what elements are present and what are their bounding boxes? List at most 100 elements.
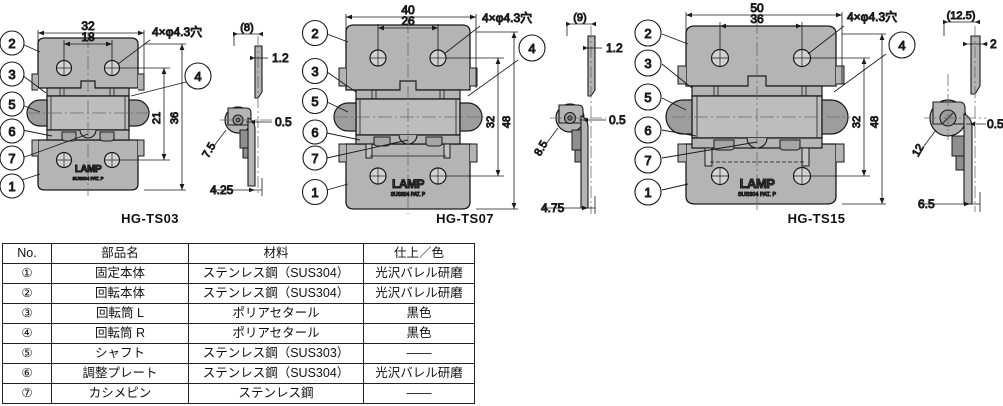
- side-thickness-top: 2: [990, 37, 997, 51]
- callout-2: 2: [8, 36, 15, 51]
- header-finish: 仕上／色: [363, 243, 475, 264]
- cell-name: 回転本体: [51, 283, 189, 304]
- side-thickness-top: 1.2: [606, 41, 623, 55]
- callout-2: 2: [644, 26, 651, 41]
- cell-name: カシメピン: [51, 383, 189, 404]
- hole-note: 4×φ4.3穴: [847, 9, 897, 24]
- callout-6: 6: [8, 124, 15, 139]
- cell-name: 回転筒 R: [51, 323, 189, 344]
- mounting-holes: [55, 59, 121, 169]
- cell-no: ②: [2, 283, 52, 304]
- dim-height-overall: 48: [869, 116, 881, 128]
- cell-material: ポリアセタール: [188, 303, 364, 324]
- callout-bubbles: 2 3 5 6 7 1 4: [301, 19, 546, 206]
- dim-height-holes: 32: [485, 116, 497, 128]
- cell-material: ポリアセタール: [188, 323, 364, 344]
- dimension-lines: [37, 30, 186, 191]
- mounting-holes: [369, 49, 447, 185]
- drawing-hg-ts03: 32 18 21 3 6 4×φ4.3穴 LAMP SUS304 PAT. P: [0, 0, 300, 228]
- drawing-hg-ts15: 50 36 32 48 4×φ4.3穴 LAMP SUS304 PAT. P: [630, 0, 1003, 228]
- cell-no: ⑤: [2, 343, 52, 364]
- callout-5: 5: [311, 94, 318, 109]
- header-no: No.: [2, 243, 52, 264]
- callout-bubbles: 2 3 5 6 7 1 4: [634, 19, 916, 206]
- drawing-title-hg-ts07: HG-TS07: [436, 211, 494, 226]
- cell-finish: 黒色: [363, 323, 475, 344]
- cell-finish: ——: [363, 383, 475, 404]
- table-row: ③ 回転筒 L ポリアセタール 黒色: [2, 303, 475, 324]
- callout-bubbles: 2 3 5 6 7 1 4: [0, 30, 212, 199]
- side-view: (12.5) 2 0.5 12 6.5: [910, 10, 1003, 212]
- callout-5: 5: [8, 97, 15, 112]
- callout-leaders: [326, 33, 409, 191]
- callout-3: 3: [644, 56, 651, 71]
- drawing-hg-ts15-svg: 50 36 32 48 4×φ4.3穴 LAMP SUS304 PAT. P: [634, 1, 1003, 212]
- upper-plate: [685, 25, 837, 87]
- callout-4: 4: [194, 69, 201, 84]
- lamp-logo-sub: SUS304 PAT. P: [738, 192, 776, 198]
- drawing-row: 32 18 21 36 4×φ4.3穴 LAMP SUS304 PAT. P: [0, 0, 1003, 228]
- drawing-hg-ts07-svg: 40 26 32 48 4×φ4.3穴 LAMP SUS304 PAT. P: [301, 3, 627, 216]
- drawing-title-hg-ts15: HG-TS15: [787, 211, 846, 226]
- callout-6: 6: [644, 123, 651, 138]
- side-view: (8) 1.2 0.5 7.5 4.25: [200, 22, 293, 198]
- callout-7: 7: [644, 153, 651, 168]
- drawing-hg-ts07: 40 26 32 48 4×φ4.3穴 LAMP SUS304 PAT. P: [300, 0, 630, 228]
- cell-finish: 光沢バレル研磨: [363, 283, 475, 304]
- cell-no: ④: [2, 323, 52, 344]
- cell-name: 固定本体: [51, 263, 189, 284]
- cell-no: ⑥: [2, 363, 52, 384]
- lamp-logo: LAMP: [740, 176, 776, 191]
- cell-name: 回転筒 L: [51, 303, 189, 324]
- callout-7: 7: [311, 151, 318, 166]
- cell-name: シャフト: [51, 343, 189, 364]
- cell-material: ステンレス鋼（SUS304）: [188, 363, 364, 384]
- side-offset-bottom: 4.25: [210, 183, 234, 197]
- cell-no: ⑦: [2, 383, 52, 404]
- table-row: ⑤ シャフト ステンレス鋼（SUS303） ——: [2, 343, 475, 364]
- callout-1: 1: [311, 185, 318, 200]
- lamp-logo-sub: SUS304 PAT. P: [72, 176, 103, 181]
- cell-finish: ——: [363, 343, 475, 364]
- side-offset-bottom: 4.75: [541, 201, 565, 215]
- dim-width-overall: 40: [401, 3, 415, 17]
- dim-width-holes: 18: [81, 30, 95, 44]
- upper-plate: [345, 24, 471, 91]
- table-row: ① 固定本体 ステンレス鋼（SUS304） 光沢バレル研磨: [2, 263, 475, 284]
- side-knuckle-dia: 12: [910, 142, 927, 159]
- dim-width-overall: 32: [81, 19, 95, 33]
- cell-finish: 光沢バレル研磨: [363, 363, 475, 384]
- header-name: 部品名: [51, 243, 189, 264]
- dimension-lines: [345, 14, 519, 210]
- lamp-logo: LAMP: [75, 164, 102, 175]
- cell-material: ステンレス鋼（SUS303）: [188, 343, 364, 364]
- callout-2: 2: [311, 26, 318, 41]
- side-depth: (9): [573, 12, 586, 24]
- drawing-hg-ts03-svg: 32 18 21 3 6 4×φ4.3穴 LAMP SUS304 PAT. P: [0, 19, 293, 199]
- table-row: ④ 回転筒 R ポリアセタール 黒色: [2, 323, 475, 344]
- table-row: ② 回転本体 ステンレス鋼（SUS304） 光沢バレル研磨: [2, 283, 475, 304]
- side-thickness-top: 1.2: [272, 51, 289, 65]
- table-header-row: No. 部品名 材料 仕上／色: [2, 243, 475, 264]
- callout-3: 3: [311, 64, 318, 79]
- header-material: 材料: [188, 243, 364, 264]
- side-gap: 0.5: [987, 117, 1003, 131]
- callout-6: 6: [311, 125, 318, 140]
- side-view: (9) 1.2 0.5 8.5 4.75: [532, 12, 627, 216]
- side-depth: (8): [240, 22, 253, 34]
- dim-width-holes: 26: [401, 14, 415, 28]
- callout-4: 4: [898, 38, 905, 53]
- callout-3: 3: [8, 67, 15, 82]
- dim-height-overall: 48: [501, 116, 513, 128]
- callout-leaders: [661, 33, 758, 191]
- hole-note: 4×φ4.3穴: [152, 24, 202, 39]
- cell-finish: 光沢バレル研磨: [363, 263, 475, 284]
- cell-no: ①: [2, 263, 52, 284]
- callout-7: 7: [8, 151, 15, 166]
- callout-leaders: [21, 43, 187, 181]
- side-depth: (12.5): [947, 10, 976, 22]
- cell-material: ステンレス鋼（SUS304）: [188, 263, 364, 284]
- dim-height-holes: 21: [151, 112, 163, 124]
- lamp-logo-sub: SUS304 PAT. P: [391, 192, 426, 198]
